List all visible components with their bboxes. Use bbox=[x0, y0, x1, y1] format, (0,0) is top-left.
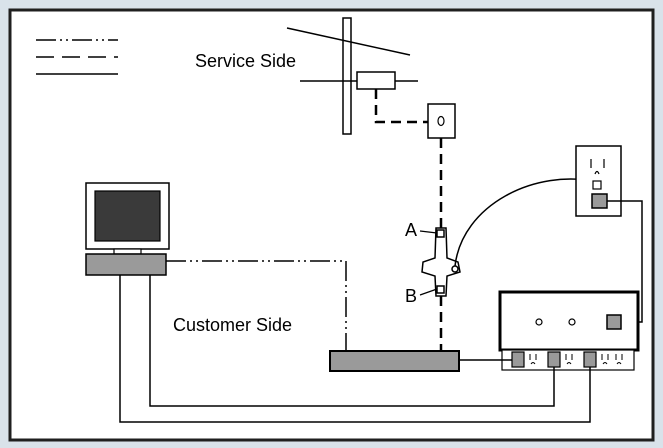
computer-base bbox=[85, 253, 167, 276]
label-point-b: B bbox=[405, 286, 417, 306]
pointer-b bbox=[419, 288, 438, 296]
pole-shaft bbox=[342, 17, 352, 135]
computer-cable-outer bbox=[119, 275, 591, 423]
pointer-a bbox=[419, 230, 438, 234]
splitter-port-b bbox=[436, 285, 445, 294]
phone-cord-curve bbox=[454, 178, 599, 267]
outlet-plug bbox=[591, 193, 608, 209]
label-customer-side: Customer Side bbox=[173, 315, 292, 335]
modem-led-2 bbox=[568, 318, 576, 326]
computer bbox=[85, 182, 170, 276]
pole-crossarm-upper bbox=[286, 27, 411, 56]
network-cable-dashdot bbox=[166, 260, 347, 351]
outlet-phone-jack bbox=[592, 180, 602, 190]
label-point-a: A bbox=[405, 220, 417, 240]
pole-junction-box bbox=[356, 71, 396, 90]
power-strip-plugs bbox=[511, 351, 597, 368]
wall-jack-port bbox=[437, 115, 445, 127]
modem-port bbox=[606, 314, 622, 330]
computer-cable-inner bbox=[149, 275, 555, 407]
modem-led-1 bbox=[535, 318, 543, 326]
label-service-side: Service Side bbox=[195, 51, 296, 71]
power-strip-sockets bbox=[529, 354, 623, 365]
splitter-side-port bbox=[451, 265, 459, 273]
line-style-legend bbox=[36, 39, 118, 75]
power-cord bbox=[607, 200, 643, 323]
network-hub bbox=[329, 350, 460, 372]
monitor-screen bbox=[94, 190, 161, 242]
splitter-port-a bbox=[436, 229, 445, 238]
outlet-socket bbox=[590, 159, 605, 175]
service-drop-line bbox=[374, 89, 430, 124]
line-splitter bbox=[421, 227, 461, 297]
